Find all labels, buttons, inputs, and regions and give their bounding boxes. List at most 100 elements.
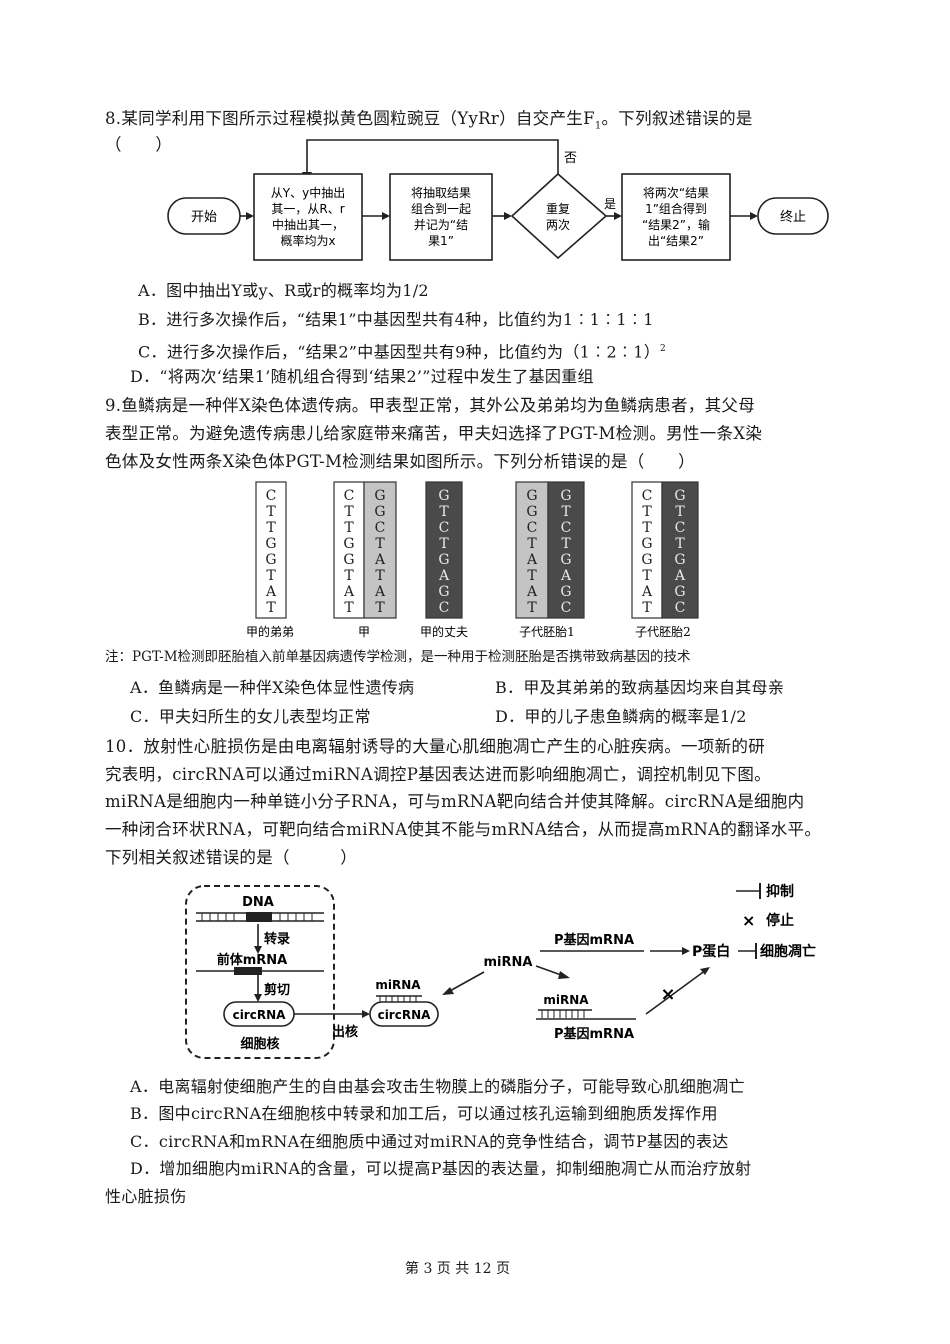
- legend-stop-icon: ×: [742, 911, 755, 930]
- base-letter: G: [674, 584, 685, 600]
- apoptosis-label: 细胞凋亡: [760, 943, 816, 960]
- base-letter: A: [526, 584, 538, 600]
- base-letter: C: [266, 488, 277, 504]
- base-letter: G: [374, 488, 385, 504]
- q10-option-c: C．circRNA和mRNA在细胞质中通过对miRNA的竞争性结合，调节P基因的…: [130, 1132, 729, 1151]
- export-label: 出核: [332, 1024, 358, 1040]
- flow-box1: [253, 173, 363, 261]
- base-letter: T: [344, 504, 354, 520]
- p-mrna-bottom-label: P基因mRNA: [554, 1026, 634, 1042]
- base-letter: G: [560, 584, 571, 600]
- base-letter: T: [527, 600, 537, 616]
- flow-start: 开始: [191, 210, 217, 225]
- q8-flowchart: 否 开始 从Y、y中抽出 其一，从R、r 中抽出其一， 概率均为x 将抽取结果 …: [167, 139, 829, 261]
- base-letter: T: [561, 536, 571, 552]
- q10-option-d-2: 性心脏损伤: [105, 1187, 187, 1206]
- base-letter: T: [675, 504, 685, 520]
- stop-cross-icon: ×: [660, 984, 675, 1005]
- svg-text:将两次“结果: 将两次“结果: [643, 186, 709, 200]
- base-letter: A: [438, 568, 450, 584]
- q8-option-b: B．进行多次操作后，“结果1”中基因型共有4种，比值约为1︰1︰1︰1: [138, 310, 654, 329]
- base-letter: T: [642, 600, 652, 616]
- svg-text:并记为“结: 并记为“结: [414, 218, 468, 232]
- circrna-nucleus-label: circRNA: [233, 1008, 287, 1022]
- base-letter: G: [641, 536, 652, 552]
- svg-text:1”组合得到: 1”组合得到: [645, 201, 707, 216]
- base-letter: G: [560, 552, 571, 568]
- q9-option-b: B．甲及其弟弟的致病基因均来自其母亲: [495, 678, 785, 697]
- base-letter: G: [374, 504, 385, 520]
- base-letter: T: [439, 536, 449, 552]
- base-letter: G: [674, 552, 685, 568]
- svg-text:其一，从R、r: 其一，从R、r: [271, 202, 344, 216]
- base-letter: A: [641, 584, 653, 600]
- base-letter: G: [674, 488, 685, 504]
- q8-blank: （ ）: [105, 135, 173, 154]
- q9-option-a: A．鱼鳞病是一种伴X染色体显性遗传病: [130, 678, 415, 697]
- base-letter: T: [266, 568, 276, 584]
- base-letter: T: [375, 600, 385, 616]
- base-letter: C: [375, 520, 386, 536]
- base-letter: A: [374, 552, 386, 568]
- q9-stem-1: 9.鱼鳞病是一种伴X染色体遗传病。甲表型正常，其外公及弟弟均为鱼鳞病患者，其父母: [105, 396, 755, 415]
- base-letter: T: [344, 520, 354, 536]
- base-letter: C: [344, 488, 355, 504]
- p-protein-label: P蛋白: [692, 943, 730, 960]
- base-letter: C: [642, 488, 653, 504]
- flow-diamond: [510, 172, 608, 260]
- base-letter: A: [374, 584, 386, 600]
- base-letter: G: [438, 584, 449, 600]
- mirna-bound-label: miRNA: [375, 978, 421, 992]
- q10-stem-3: miRNA是细胞内一种单链小分子RNA，可与mRNA靶向结合并使其降解。circ…: [105, 792, 805, 811]
- base-letter: A: [560, 568, 572, 584]
- base-letter: C: [675, 520, 686, 536]
- svg-text:重复: 重复: [546, 202, 570, 216]
- q9-stem-2: 表型正常。为避免遗传病患儿给家庭带来痛苦，甲夫妇选择了PGT-M检测。男性一条X…: [105, 424, 763, 443]
- q10-stem-4: 一种闭合环状RNA，可靶向结合miRNA使其不能与mRNA结合，从而提高mRNA…: [105, 820, 822, 839]
- transcription-label: 转录: [264, 931, 290, 947]
- base-letter: T: [527, 568, 537, 584]
- flow-box3: [621, 173, 731, 261]
- q8-option-c: C．进行多次操作后，“结果2”中基因型共有9种，比值约为（1︰2︰1）2: [138, 342, 667, 362]
- base-letter: G: [526, 504, 537, 520]
- strip-jia-mutant: [363, 481, 397, 619]
- q8-option-a: A．图中抽出Y或y、R或r的概率均为1/2: [138, 281, 429, 300]
- seq-label-jia: 甲: [358, 625, 370, 639]
- mirna-target-label: miRNA: [543, 993, 589, 1007]
- base-letter: G: [526, 488, 537, 504]
- flow-end: 终止: [780, 209, 806, 225]
- svg-text:从Y、y中抽出: 从Y、y中抽出: [271, 185, 345, 200]
- svg-text:概率均为x: 概率均为x: [280, 233, 335, 248]
- strip-embryo2-dark: [661, 481, 699, 619]
- q9-note: 注：PGT-M检测即胚胎植入前单基因病遗传学检测，是一种用于检测胚胎是否携带致病…: [105, 649, 691, 665]
- base-letter: T: [642, 520, 652, 536]
- base-letter: T: [375, 536, 385, 552]
- q10-stem-1: 10．放射性心脏损伤是由电离辐射诱导的大量心肌细胞凋亡产生的心脏疾病。一项新的研: [105, 737, 765, 756]
- base-letter: G: [343, 536, 354, 552]
- seq-label-husband: 甲的丈夫: [420, 624, 468, 639]
- seq-label-embryo2: 子代胚胎2: [635, 625, 691, 639]
- q8-option-d: D．“将两次‘结果1’随机组合得到‘结果2’”过程中发生了基因重组: [130, 367, 594, 386]
- base-letter: T: [642, 504, 652, 520]
- svg-text:果1”: 果1”: [428, 234, 454, 248]
- base-letter: A: [526, 552, 538, 568]
- q8-stem: 8.某同学利用下图所示过程模拟黄色圆粒豌豆（YyRr）自交产生F1。下列叙述错误…: [105, 109, 753, 132]
- base-letter: T: [266, 504, 276, 520]
- svg-text:两次: 两次: [546, 218, 570, 232]
- q10-option-b: B．图中circRNA在细胞核中转录和加工后，可以通过核孔运输到细胞质发挥作用: [130, 1104, 718, 1123]
- base-letter: T: [642, 568, 652, 584]
- base-letter: T: [439, 504, 449, 520]
- seq-label-embryo1: 子代胚胎1: [519, 625, 575, 639]
- q10-stem-2: 究表明，circRNA可以通过miRNA调控P基因表达进而影响细胞凋亡，调控机制…: [105, 765, 771, 784]
- nucleus-label: 细胞核: [240, 1036, 279, 1052]
- splice-label: 剪切: [264, 982, 290, 998]
- base-letter: C: [439, 600, 450, 616]
- base-letter: G: [641, 552, 652, 568]
- base-letter: A: [674, 568, 686, 584]
- base-letter: G: [560, 488, 571, 504]
- base-letter: T: [561, 504, 571, 520]
- flow-box2: [389, 173, 493, 261]
- base-letter: T: [344, 568, 354, 584]
- svg-text:出“结果2”: 出“结果2”: [648, 234, 704, 248]
- base-letter: T: [675, 536, 685, 552]
